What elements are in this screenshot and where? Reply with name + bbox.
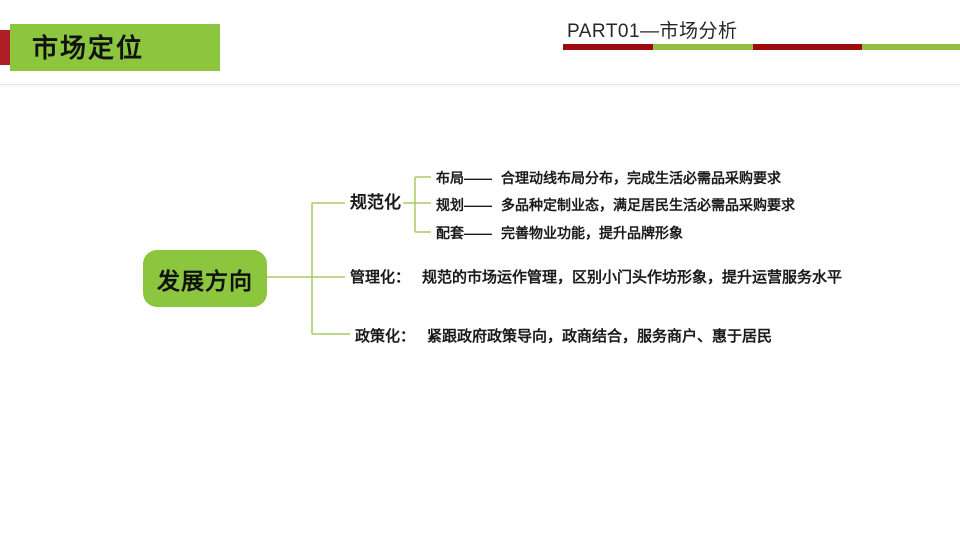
left-red-accent-bar <box>0 30 10 65</box>
branch-text: 规范的市场运作管理，区别小门头作坊形象，提升运营服务水平 <box>422 269 843 286</box>
section-title: 市场定位 <box>32 32 145 63</box>
leaf-text: 合理动线布局分布，完成生活必需品采购要求 <box>501 170 781 186</box>
root-node-development-direction: 发展方向 <box>143 250 267 307</box>
branch-row-management: 管理化： 规范的市场运作管理，区别小门头作坊形象，提升运营服务水平 <box>350 269 842 287</box>
leaf-text: 多品种定制业态，满足居民生活必需品采购要求 <box>501 197 795 213</box>
branch-row-policy: 政策化： 紧跟政府政策导向，政商结合，服务商户、惠于居民 <box>355 328 772 346</box>
stripe-segment <box>653 44 753 50</box>
header-band: 市场定位 PART01—市场分析 <box>0 0 960 85</box>
stripe-segment <box>862 44 960 50</box>
branch-label: 政策化： <box>355 328 416 345</box>
leaf-row-planning: 规划—— 多品种定制业态，满足居民生活必需品采购要求 <box>436 196 795 214</box>
root-node-label: 发展方向 <box>157 267 253 294</box>
leaf-label: 配套—— <box>436 225 492 241</box>
leaf-label: 布局—— <box>436 170 492 186</box>
leaf-text: 完善物业功能，提升品牌形象 <box>501 225 683 241</box>
stripe-segment <box>563 44 653 50</box>
branch-text: 紧跟政府政策导向，政商结合，服务商户、惠于居民 <box>427 328 773 345</box>
leaf-row-supporting: 配套—— 完善物业功能，提升品牌形象 <box>436 224 683 242</box>
branch-label-standardization: 规范化 <box>350 193 401 212</box>
part-title: PART01—市场分析 <box>567 21 738 42</box>
header-stripe-bar <box>563 44 960 50</box>
stripe-segment <box>753 44 862 50</box>
leaf-row-layout: 布局—— 合理动线布局分布，完成生活必需品采购要求 <box>436 169 781 187</box>
branch-label: 管理化： <box>350 269 411 286</box>
section-title-box: 市场定位 <box>10 24 220 71</box>
leaf-label: 规划—— <box>436 197 492 213</box>
